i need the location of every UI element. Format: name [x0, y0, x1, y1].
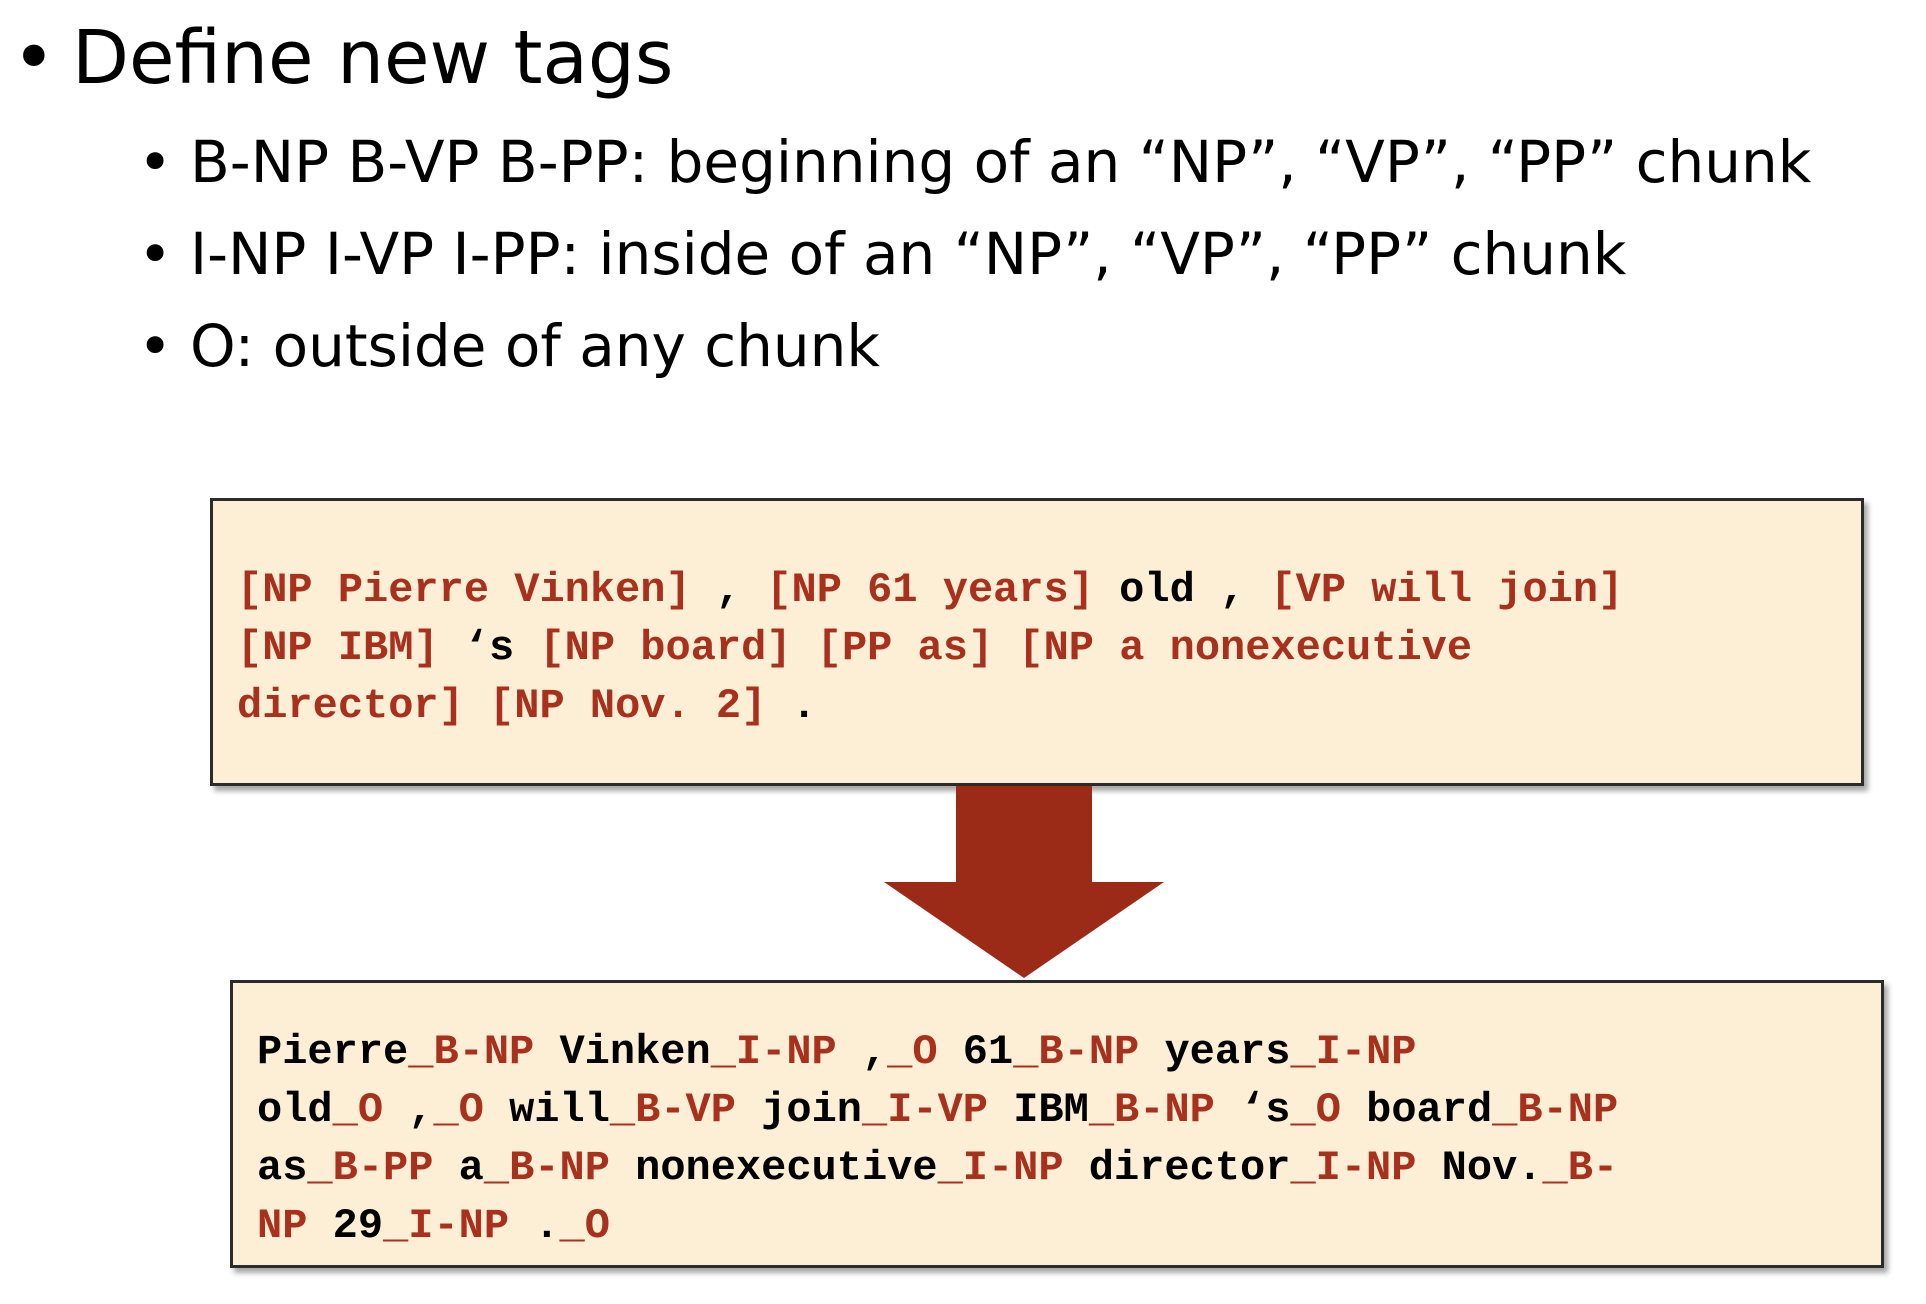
bullet-dot-icon: • — [138, 128, 173, 196]
bullet-list: • Define new tags • B-NP B-VP B-PP: begi… — [0, 0, 1926, 420]
token-text: , — [690, 566, 767, 614]
bullet-main: • Define new tags — [12, 10, 674, 106]
bullet-sub-text: I-NP I-VP I-PP: inside of an “NP”, “VP”,… — [190, 220, 1627, 288]
chunk-tag: _I-NP — [710, 1028, 837, 1076]
token-text — [993, 624, 1018, 672]
token-text — [464, 682, 489, 730]
bracketed-example-box: [NP Pierre Vinken] , [NP 61 years] old ,… — [210, 498, 1864, 786]
chunk-tag: _B-PP — [307, 1144, 434, 1192]
token-text: join — [735, 1086, 862, 1134]
bullet-sub-1: • B-NP B-VP B-PP: beginning of an “NP”, … — [138, 120, 1812, 204]
chunk-tag: [NP 61 years] — [766, 566, 1094, 614]
bullet-sub-3: • O: outside of any chunk — [138, 304, 881, 388]
bullet-sub-2: • I-NP I-VP I-PP: inside of an “NP”, “VP… — [138, 212, 1627, 296]
token-text: nonexecutive — [609, 1144, 938, 1192]
chunk-tag: [PP as] — [816, 624, 994, 672]
token-text: 61 — [937, 1028, 1014, 1076]
chunk-tag: _B-NP — [408, 1028, 535, 1076]
chunk-tag: _B-VP — [609, 1086, 736, 1134]
bracketed-line: director] [NP Nov. 2] . — [237, 677, 1861, 735]
chunk-tag: _O — [332, 1086, 384, 1134]
token-text: board — [1340, 1086, 1493, 1134]
token-text: old , — [1093, 566, 1271, 614]
chunk-tag: [NP board] — [539, 624, 792, 672]
chunk-tag: _B-NP — [1088, 1086, 1215, 1134]
chunk-tag: _I-NP — [937, 1144, 1064, 1192]
token-text: a — [433, 1144, 484, 1192]
token-text: , — [383, 1086, 434, 1134]
token-text: old — [257, 1086, 333, 1134]
chunk-tag: director] — [237, 682, 464, 730]
chunk-tag: _I-NP — [383, 1202, 510, 1250]
chunk-tag: _I-NP — [1290, 1144, 1417, 1192]
token-text: will — [483, 1086, 610, 1134]
token-text: director — [1063, 1144, 1291, 1192]
tagged-line: as_B-PP a_B-NP nonexecutive_I-NP directo… — [257, 1139, 1881, 1197]
chunk-tag: [NP IBM] — [237, 624, 439, 672]
bullet-dot-icon: • — [138, 220, 173, 288]
chunk-tag: _O — [559, 1202, 610, 1250]
token-text: . — [766, 682, 817, 730]
chunk-tag: [NP Pierre Vinken] — [237, 566, 691, 614]
bracketed-line: [NP Pierre Vinken] , [NP 61 years] old ,… — [237, 561, 1861, 619]
chunk-tag: NP — [257, 1202, 308, 1250]
token-text: . — [509, 1202, 560, 1250]
token-text: Vinken — [534, 1028, 711, 1076]
chunk-tag: _O — [887, 1028, 938, 1076]
chunk-tag: _I-VP — [861, 1086, 989, 1134]
token-text: as — [257, 1144, 308, 1192]
tagged-example-box: Pierre_B-NP Vinken_I-NP ,_O 61_B-NP year… — [230, 980, 1884, 1268]
tagged-line: NP 29_I-NP ._O — [257, 1197, 1881, 1255]
chunk-tag: [NP Nov. 2] — [489, 682, 767, 730]
bullet-dot-icon: • — [138, 312, 173, 380]
bullet-sub-text: B-NP B-VP B-PP: beginning of an “NP”, “V… — [190, 128, 1812, 196]
token-text: ‘s — [438, 624, 540, 672]
bullet-dot-icon: • — [12, 15, 56, 101]
token-text: IBM — [988, 1086, 1089, 1134]
token-text: Pierre — [257, 1028, 409, 1076]
chunk-tag: _I-NP — [1290, 1028, 1417, 1076]
chunk-tag: _B- — [1542, 1144, 1619, 1192]
chunk-tag: _O — [1290, 1086, 1341, 1134]
bullet-main-text: Define new tags — [72, 15, 674, 101]
chunk-tag: _B-NP — [1013, 1028, 1140, 1076]
bullet-sub-text: O: outside of any chunk — [190, 312, 881, 380]
token-text: years — [1139, 1028, 1291, 1076]
down-arrow-icon — [884, 786, 1164, 978]
chunk-tag: _B-NP — [1492, 1086, 1619, 1134]
token-text: ‘s — [1214, 1086, 1291, 1134]
token-text: , — [836, 1028, 888, 1076]
chunk-tag: _B-NP — [483, 1144, 610, 1192]
token-text: Nov. — [1416, 1144, 1543, 1192]
bracketed-line: [NP IBM] ‘s [NP board] [PP as] [NP a non… — [237, 619, 1861, 677]
token-text — [792, 624, 817, 672]
token-text: 29 — [307, 1202, 384, 1250]
tagged-line: Pierre_B-NP Vinken_I-NP ,_O 61_B-NP year… — [257, 1023, 1881, 1081]
chunk-tag: _O — [433, 1086, 484, 1134]
chunk-tag: [NP a nonexecutive — [1018, 624, 1473, 672]
tagged-line: old_O ,_O will_B-VP join_I-VP IBM_B-NP ‘… — [257, 1081, 1881, 1139]
chunk-tag: [VP will join] — [1270, 566, 1624, 614]
